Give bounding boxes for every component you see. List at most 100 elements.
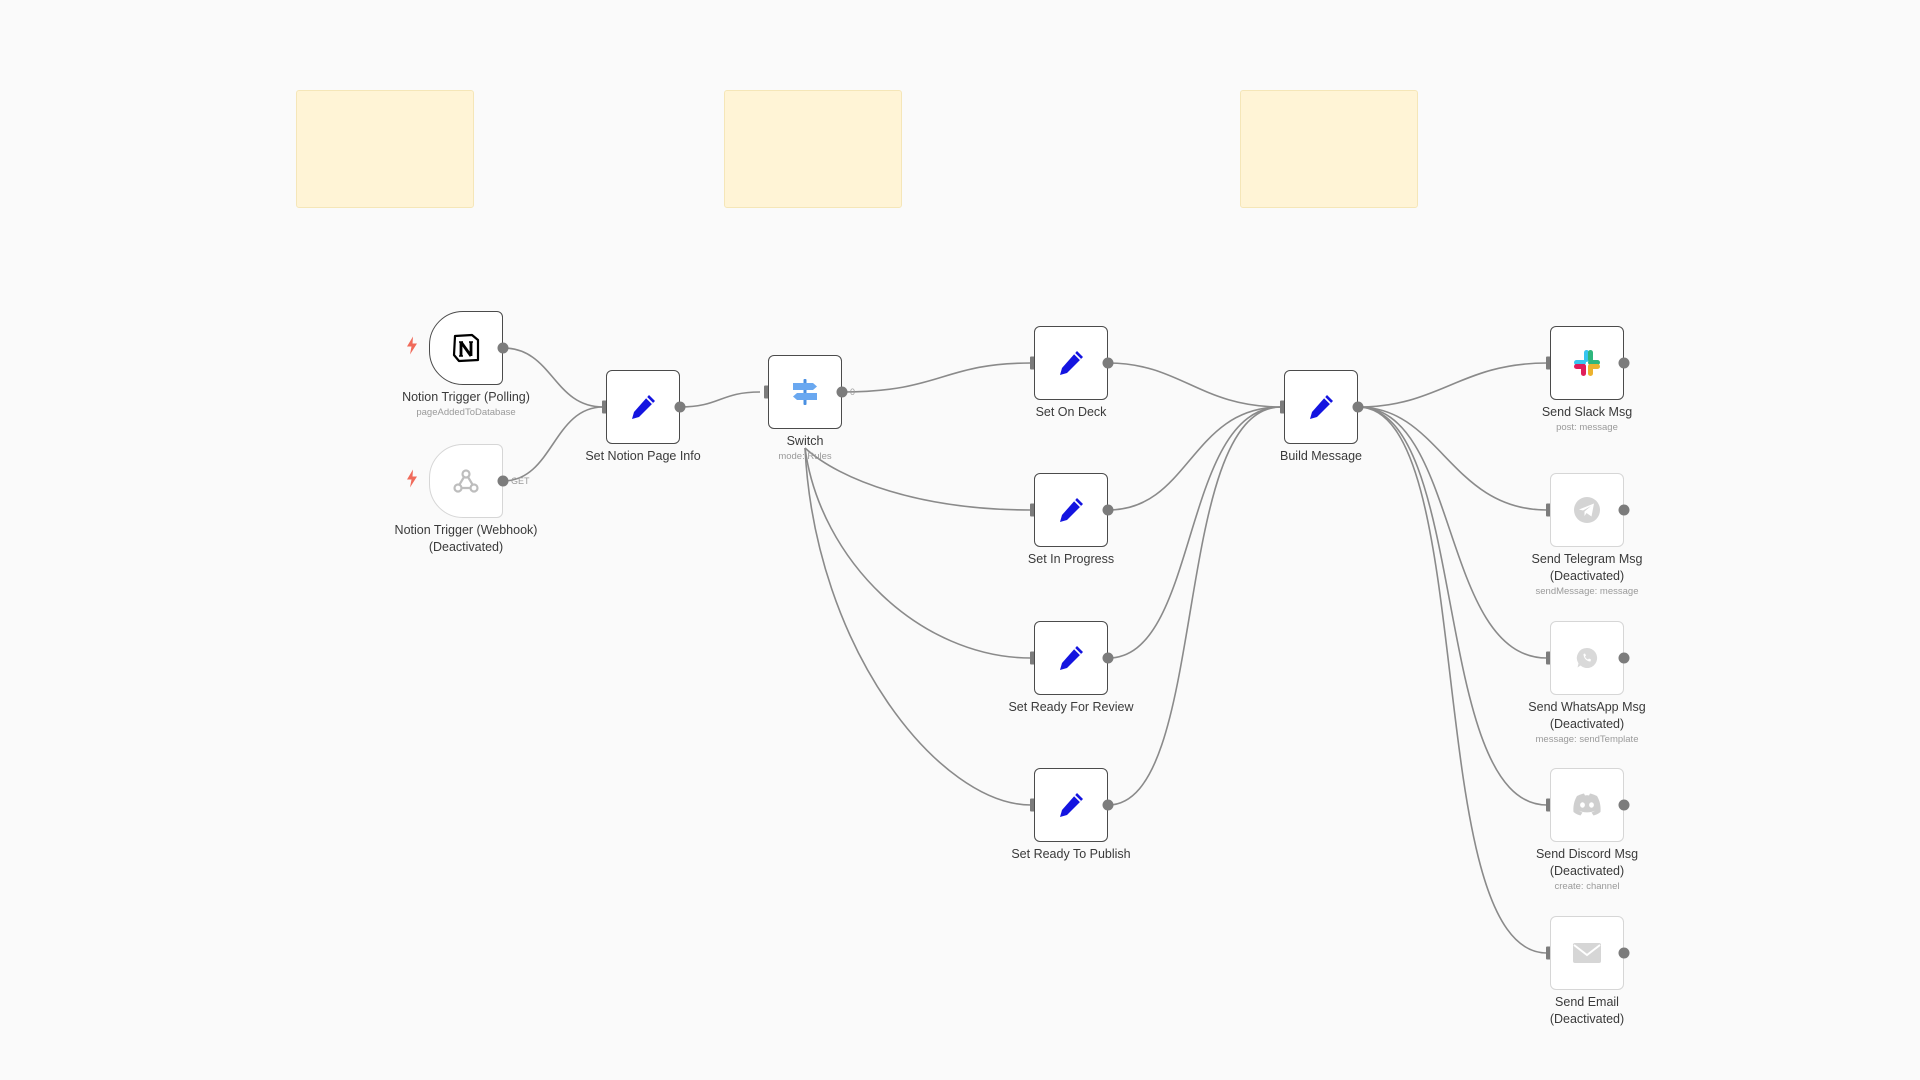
node-title-status: (Deactivated) xyxy=(428,540,504,554)
output-port[interactable] xyxy=(497,342,509,354)
pencil-icon xyxy=(1056,495,1086,525)
input-port[interactable] xyxy=(1280,400,1286,414)
node-set-notion-page-info[interactable] xyxy=(606,370,680,444)
node-label: Send Email (Deactivated) xyxy=(1487,994,1687,1028)
connection-build-message-to-whatsapp[interactable] xyxy=(1357,406,1548,659)
input-port[interactable] xyxy=(1030,798,1036,812)
node-send-discord-msg[interactable] xyxy=(1550,768,1624,842)
node-subtitle: mode: Rules xyxy=(778,451,832,462)
input-port[interactable] xyxy=(1546,946,1552,960)
node-label: Set In Progress xyxy=(971,551,1171,568)
input-port[interactable] xyxy=(1546,651,1552,665)
sticky-note-2[interactable] xyxy=(724,90,902,208)
node-label: Set On Deck xyxy=(971,404,1171,421)
node-set-in-progress[interactable] xyxy=(1034,473,1108,547)
node-title: Notion Trigger (Webhook) xyxy=(394,523,538,537)
node-set-ready-for-review[interactable] xyxy=(1034,621,1108,695)
output-port[interactable] xyxy=(1352,401,1364,413)
node-notion-trigger-webhook[interactable] xyxy=(429,444,503,518)
node-subtitle: post: message xyxy=(1556,422,1618,433)
input-port[interactable] xyxy=(1546,356,1552,370)
output-port[interactable] xyxy=(497,475,509,487)
notion-icon xyxy=(450,332,482,364)
trigger-bolt-icon xyxy=(406,469,418,493)
input-port[interactable] xyxy=(1546,798,1552,812)
output-port[interactable] xyxy=(1102,799,1114,811)
node-label: Set Notion Page Info xyxy=(543,448,743,465)
trigger-bolt-icon xyxy=(406,336,418,360)
node-label: Build Message xyxy=(1221,448,1421,465)
output-tag: GET xyxy=(511,476,530,486)
node-label: Set Ready For Review xyxy=(971,699,1171,716)
node-send-slack-msg[interactable] xyxy=(1550,326,1624,400)
node-title: Notion Trigger (Polling) xyxy=(402,390,530,404)
output-port[interactable] xyxy=(1102,652,1114,664)
output-port[interactable] xyxy=(674,401,686,413)
output-tag: 0 xyxy=(850,387,856,397)
connection-in-progress-to-build-message[interactable] xyxy=(1107,406,1282,511)
node-title: Send Email xyxy=(1555,995,1619,1009)
input-port[interactable] xyxy=(1030,651,1036,665)
connection-on-deck-to-build-message[interactable] xyxy=(1107,362,1282,408)
node-send-whatsapp-msg[interactable] xyxy=(1550,621,1624,695)
output-port[interactable] xyxy=(1102,504,1114,516)
node-switch[interactable] xyxy=(768,355,842,429)
node-notion-trigger-polling[interactable] xyxy=(429,311,503,385)
connection-webhook-to-set-page-info[interactable] xyxy=(502,406,604,482)
connection-ready-for-review-to-build-message[interactable] xyxy=(1107,406,1282,659)
discord-icon xyxy=(1571,792,1603,818)
connection-switch-to-on-deck[interactable] xyxy=(841,362,1032,393)
node-subtitle: message: sendTemplate xyxy=(1535,734,1639,745)
input-port[interactable] xyxy=(1546,503,1552,517)
input-port[interactable] xyxy=(1030,503,1036,517)
output-port[interactable] xyxy=(1618,799,1630,811)
node-send-telegram-msg[interactable] xyxy=(1550,473,1624,547)
connection-ready-to-publish-to-build-message[interactable] xyxy=(1107,406,1282,806)
connection-build-message-to-telegram[interactable] xyxy=(1357,406,1548,511)
connection-switch-to-ready-to-publish[interactable] xyxy=(804,447,1032,806)
connection-switch-to-ready-for-review[interactable] xyxy=(804,447,1032,659)
node-set-ready-to-publish[interactable] xyxy=(1034,768,1108,842)
switch-signpost-icon xyxy=(789,376,821,408)
node-title: Set Notion Page Info xyxy=(585,449,701,463)
webhook-icon xyxy=(451,466,481,496)
node-title: Switch xyxy=(786,434,824,448)
node-title-status: (Deactivated) xyxy=(1549,864,1625,878)
node-set-on-deck[interactable] xyxy=(1034,326,1108,400)
node-subtitle: create: channel xyxy=(1554,881,1620,892)
node-build-message[interactable] xyxy=(1284,370,1358,444)
node-title: Set In Progress xyxy=(1027,552,1115,566)
output-port[interactable] xyxy=(836,386,848,398)
connection-build-message-to-discord[interactable] xyxy=(1357,406,1548,806)
node-title: Set Ready To Publish xyxy=(1011,847,1131,861)
sticky-note-1[interactable] xyxy=(296,90,474,208)
connection-build-message-to-slack[interactable] xyxy=(1357,362,1548,408)
output-port[interactable] xyxy=(1618,357,1630,369)
node-title: Send WhatsApp Msg xyxy=(1528,700,1646,714)
connection-set-page-info-to-switch[interactable] xyxy=(679,391,761,408)
input-port[interactable] xyxy=(1030,356,1036,370)
output-port[interactable] xyxy=(1618,652,1630,664)
node-title-status: (Deactivated) xyxy=(1549,717,1625,731)
pencil-icon xyxy=(628,392,658,422)
output-port[interactable] xyxy=(1102,357,1114,369)
whatsapp-icon xyxy=(1573,644,1601,672)
pencil-icon xyxy=(1056,790,1086,820)
node-send-email[interactable] xyxy=(1550,916,1624,990)
node-title: Set Ready For Review xyxy=(1008,700,1134,714)
output-port[interactable] xyxy=(1618,504,1630,516)
connection-build-message-to-email[interactable] xyxy=(1357,406,1548,954)
connection-switch-to-in-progress[interactable] xyxy=(804,447,1032,511)
node-title: Send Discord Msg xyxy=(1535,847,1639,861)
input-port[interactable] xyxy=(602,400,608,414)
input-port[interactable] xyxy=(764,385,770,399)
node-title-status: (Deactivated) xyxy=(1549,569,1625,583)
node-subtitle: sendMessage: message xyxy=(1535,586,1639,597)
connection-polling-to-set-page-info[interactable] xyxy=(502,347,604,408)
node-label: Send WhatsApp Msg (Deactivated) message:… xyxy=(1487,699,1687,747)
output-port[interactable] xyxy=(1618,947,1630,959)
sticky-note-3[interactable] xyxy=(1240,90,1418,208)
node-label: Set Ready To Publish xyxy=(971,846,1171,863)
